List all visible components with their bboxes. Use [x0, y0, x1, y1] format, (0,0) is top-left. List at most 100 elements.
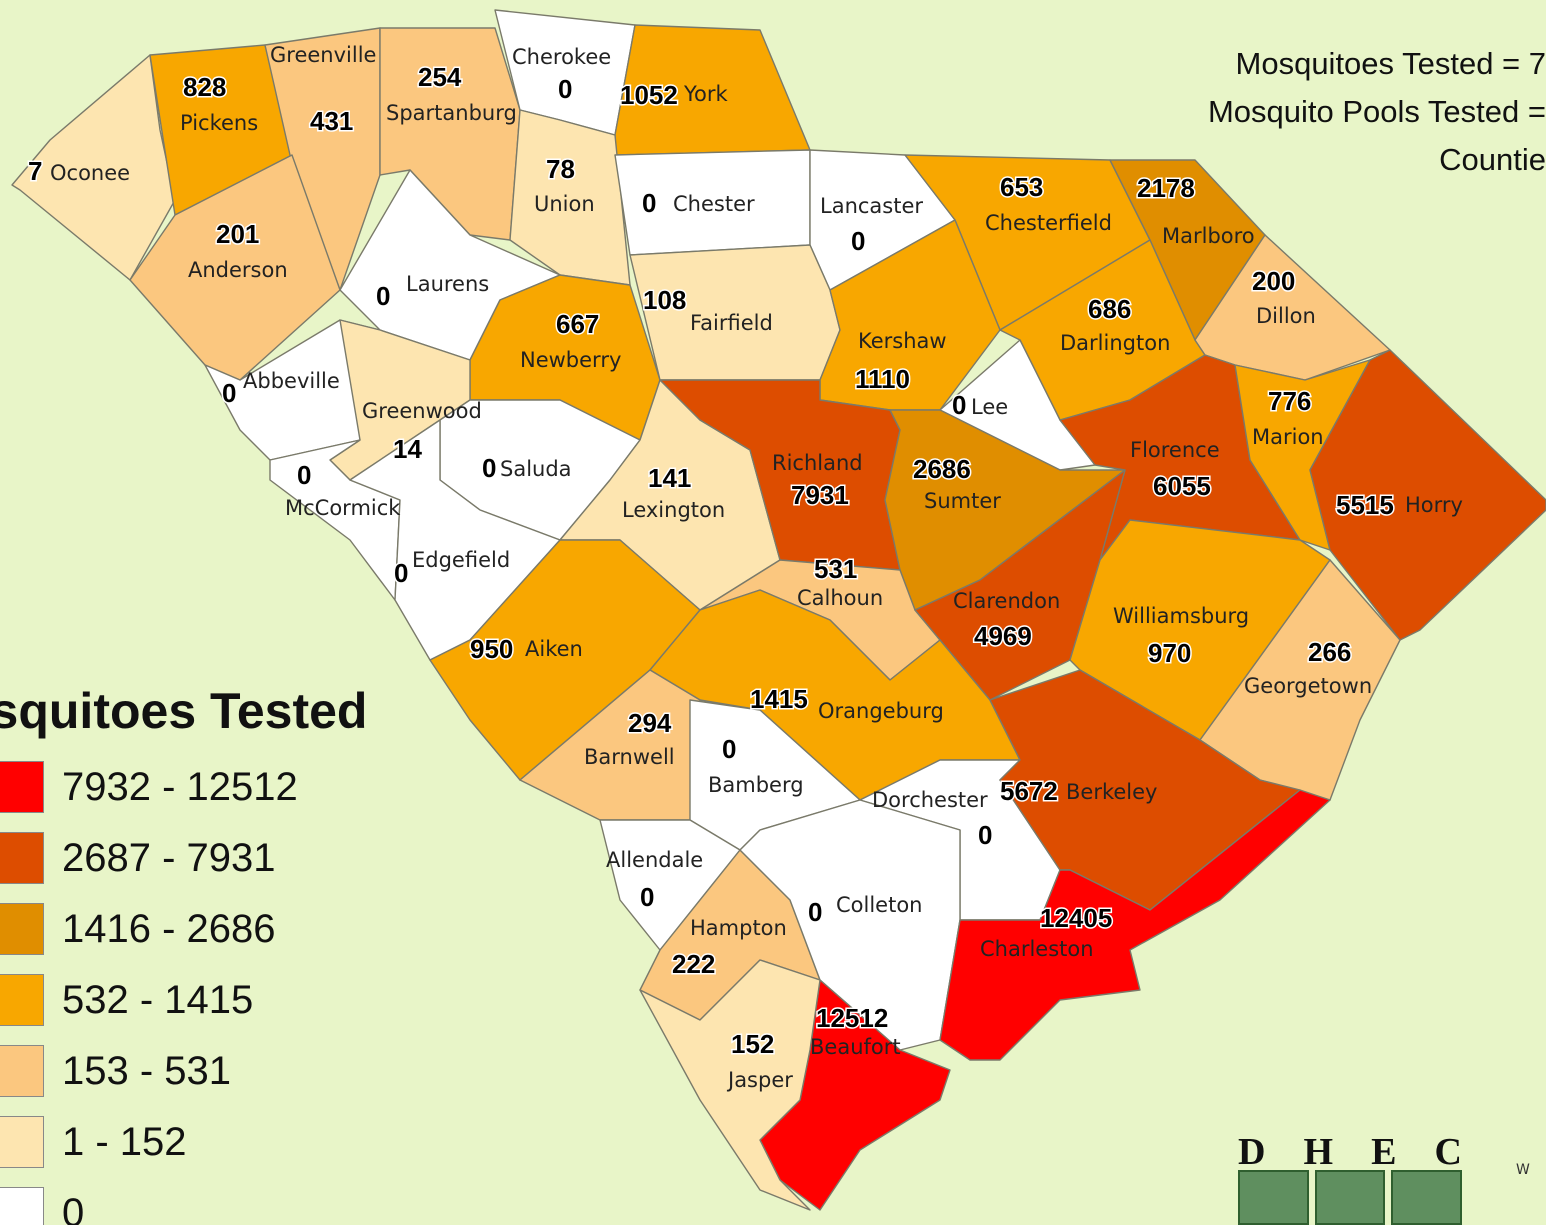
legend-swatch [0, 832, 44, 884]
label-edgefield-value: 0 [394, 558, 408, 588]
label-marion-name: Marion [1252, 425, 1324, 449]
label-lexington-value: 141 [648, 463, 691, 493]
label-richland-value: 7931 [791, 480, 849, 510]
label-calhoun-name: Calhoun [797, 586, 883, 610]
label-allendale-name: Allendale [606, 848, 703, 872]
stat-mosquitoes-tested: Mosquitoes Tested = 7 [1235, 46, 1546, 81]
label-york-value: 1052 [620, 80, 678, 110]
logo-tile-tree-icon [1314, 1170, 1386, 1225]
label-jasper-value: 152 [731, 1029, 774, 1059]
label-aiken-value: 950 [470, 634, 513, 664]
label-dorchester-value: 0 [978, 820, 992, 850]
label-greenwood-value: 14 [393, 434, 422, 464]
label-anderson-name: Anderson [188, 258, 288, 282]
compass-icon: W [1516, 1162, 1530, 1178]
county-spartanburg[interactable] [379, 27, 521, 241]
logo-letters: D H E C [1238, 1130, 1462, 1174]
label-lancaster-value: 0 [851, 226, 865, 256]
county-labels: 7 Oconee 828 Pickens Greenville 431 254 … [27, 43, 1463, 1092]
label-saluda-value: 0 [482, 453, 496, 483]
dhec-logo: D H E C [1238, 1130, 1463, 1225]
label-hampton-name: Hampton [690, 916, 787, 940]
county-horry[interactable] [1309, 349, 1546, 641]
legend-title: osquitoes Tested [0, 683, 368, 739]
label-lexington-name: Lexington [622, 498, 725, 522]
legend-swatch [0, 1187, 44, 1225]
label-sumter-value: 2686 [913, 454, 971, 484]
label-berkeley-name: Berkeley [1066, 780, 1157, 804]
logo-letter: H [1303, 1131, 1334, 1173]
label-newberry-name: Newberry [520, 348, 621, 372]
label-colleton-name: Colleton [836, 893, 923, 917]
label-jasper-name: Jasper [726, 1068, 793, 1092]
label-marlboro-value: 2178 [1137, 173, 1195, 203]
label-bamberg-value: 0 [722, 734, 736, 764]
label-marion-value: 776 [1268, 386, 1311, 416]
stat-counties: Countie [1439, 142, 1546, 177]
label-barnwell-value: 294 [628, 708, 672, 738]
label-williamsburg-value: 970 [1148, 638, 1191, 668]
label-kershaw-name: Kershaw [858, 329, 947, 353]
county-jasper[interactable] [639, 959, 821, 1211]
logo-letter: E [1371, 1131, 1397, 1173]
legend-swatch [0, 761, 44, 813]
label-spartanburg-name: Spartanburg [386, 101, 517, 125]
label-darlington-value: 686 [1088, 294, 1131, 324]
label-mccormick-name: McCormick [285, 496, 401, 520]
stat-pools-tested: Mosquito Pools Tested = [1207, 94, 1546, 129]
logo-letter: D [1238, 1131, 1266, 1173]
label-chester-name: Chester [673, 192, 755, 216]
label-laurens-name: Laurens [406, 272, 489, 296]
label-dillon-value: 200 [1252, 266, 1295, 296]
label-greenville-value: 431 [310, 106, 353, 136]
label-georgetown-value: 266 [1308, 637, 1351, 667]
logo-tile-state-icon [1391, 1170, 1463, 1225]
county-shapes [11, 9, 1546, 1211]
label-florence-value: 6055 [1153, 471, 1211, 501]
label-horry-name: Horry [1405, 493, 1463, 517]
label-florence-name: Florence [1130, 438, 1220, 462]
logo-tile-wildlife-icon [1238, 1170, 1309, 1225]
label-mccormick-value: 0 [297, 460, 311, 490]
label-lancaster-name: Lancaster [820, 194, 923, 218]
label-darlington-name: Darlington [1060, 331, 1170, 355]
label-colleton-value: 0 [808, 897, 822, 927]
county-greenville[interactable] [264, 27, 381, 291]
label-cherokee-name: Cherokee [512, 45, 611, 69]
label-chesterfield-name: Chesterfield [985, 211, 1112, 235]
summary-stats: Mosquitoes Tested = 7 Mosquito Pools Tes… [1208, 40, 1546, 184]
label-charleston-name: Charleston [980, 937, 1094, 961]
logo-tiles [1238, 1170, 1463, 1225]
label-hampton-value: 222 [672, 949, 715, 979]
label-aiken-name: Aiken [525, 637, 583, 661]
label-greenville-name: Greenville [270, 43, 376, 67]
label-anderson-value: 201 [216, 219, 259, 249]
label-oconee-value: 7 [28, 156, 42, 186]
label-fairfield-value: 108 [643, 285, 686, 315]
label-calhoun-value: 531 [814, 554, 857, 584]
legend-swatch [0, 903, 44, 955]
label-georgetown-name: Georgetown [1244, 674, 1372, 698]
label-pickens-name: Pickens [180, 111, 258, 135]
label-lee-name: Lee [971, 395, 1008, 419]
label-spartanburg-value: 254 [418, 62, 462, 92]
label-cherokee-value: 0 [558, 74, 572, 104]
label-williamsburg-name: Williamsburg [1113, 604, 1249, 628]
county-charleston[interactable] [939, 789, 1331, 1061]
legend-label: 1 - 152 [62, 1120, 187, 1164]
label-union-name: Union [534, 192, 595, 216]
label-allendale-value: 0 [640, 882, 654, 912]
label-pickens-value: 828 [183, 72, 226, 102]
legend-label: 1416 - 2686 [62, 907, 276, 951]
label-barnwell-name: Barnwell [584, 745, 675, 769]
label-charleston-value: 12405 [1040, 903, 1112, 933]
label-union-value: 78 [546, 154, 575, 184]
label-laurens-value: 0 [376, 281, 390, 311]
label-abbeville-name: Abbeville [243, 369, 340, 393]
label-clarendon-name: Clarendon [953, 589, 1060, 613]
label-abbeville-value: 0 [222, 378, 236, 408]
label-fairfield-name: Fairfield [690, 311, 773, 335]
label-saluda-name: Saluda [500, 457, 572, 481]
